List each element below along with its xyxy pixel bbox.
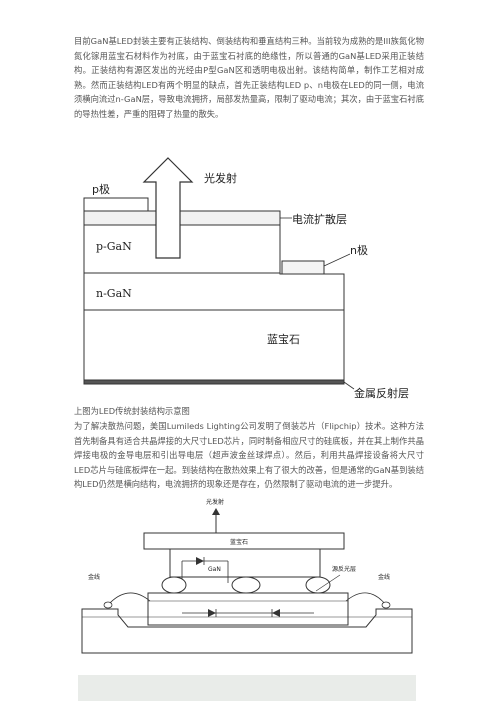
n-electrode — [281, 260, 325, 275]
current-spreading-layer — [83, 210, 281, 226]
label-light-emission: 光发射 — [204, 171, 237, 185]
label-light-out: 光发射 — [206, 498, 224, 506]
label-sapphire: 蓝宝石 — [267, 332, 300, 346]
intro-paragraph: 目前GaN基LED封装主要有正装结构、倒装结构和垂直结构三种。当前较为成熟的是I… — [74, 36, 424, 119]
heat-sink-base — [81, 608, 413, 654]
sapphire-layer — [83, 309, 345, 381]
label-gold-wire-left: 金线 — [88, 573, 100, 581]
label-sapphire-2: 蓝宝石 — [230, 538, 248, 546]
light-emission-arrow — [142, 157, 194, 259]
gan-block — [169, 548, 321, 578]
flipchip-paragraph: 为了解决散热问题，美国Lumileds Lighting公司发明了倒装芯片（Fl… — [74, 421, 424, 490]
label-n-electrode: n极 — [350, 243, 368, 257]
label-gold-wire-right: 金线 — [378, 573, 390, 581]
label-reflector: 源反光层 — [332, 565, 356, 573]
silicon-submount — [147, 592, 349, 626]
solder-bump-right — [305, 576, 331, 594]
p-gan-layer — [83, 224, 281, 274]
light-arrow-head — [212, 508, 220, 515]
traditional-led-diagram: p极 光发射 电流扩散层 p-GaN n极 n-GaN 蓝宝石 金属反射层 — [83, 157, 409, 400]
p-electrode — [83, 197, 149, 212]
gold-wire-left — [107, 592, 151, 606]
label-gan: GaN — [208, 566, 221, 573]
gold-wire-right — [345, 592, 387, 606]
label-metal-reflector: 金属反射层 — [354, 386, 409, 400]
metal-reflector-layer — [83, 379, 345, 385]
label-p-electrode: p极 — [92, 182, 110, 196]
solder-bump-left — [161, 576, 187, 594]
label-current-spreading: 电流扩散层 — [292, 212, 347, 226]
label-p-gan: p-GaN — [96, 240, 132, 253]
scan-artifact — [78, 675, 416, 701]
label-n-gan: n-GaN — [96, 287, 132, 300]
solder-bump-mid — [231, 576, 261, 594]
flipchip-led-diagram: 光发射 蓝宝石 GaN 源反光层 金线 金线 — [78, 498, 416, 701]
figure1-caption: 上图为LED传统封装结构示意图 — [74, 406, 190, 416]
